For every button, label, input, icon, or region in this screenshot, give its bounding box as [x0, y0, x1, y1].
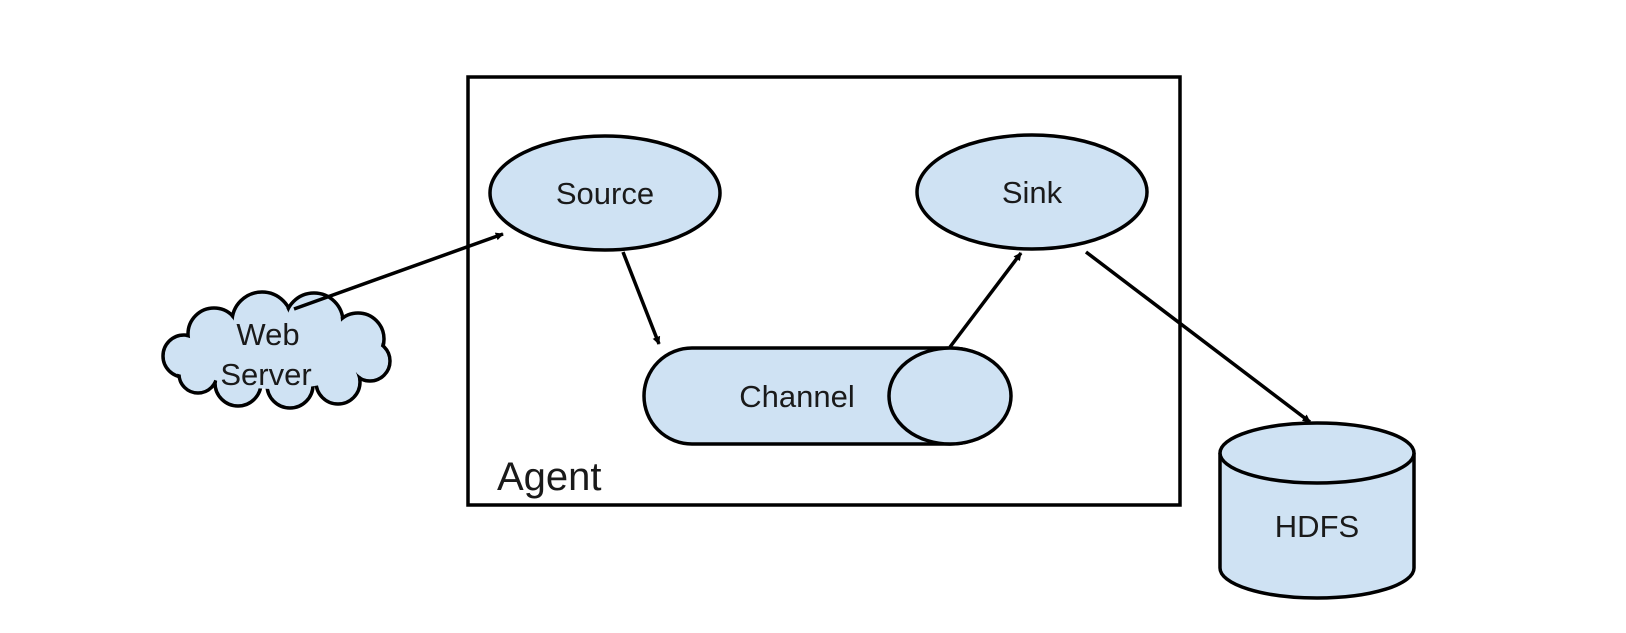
edges: [293, 232, 1312, 424]
arrow-channel-to-sink: [948, 251, 1023, 349]
hdfs-body: [1218, 453, 1416, 600]
hdfs-node: HDFS: [1218, 421, 1416, 600]
web-server-label-line1: Web: [236, 317, 299, 352]
sink-node: Sink: [915, 133, 1149, 251]
source-node: Source: [488, 134, 722, 252]
sink-ellipse: [915, 133, 1149, 251]
source-label: Source: [556, 176, 654, 211]
channel-node: Channel: [642, 346, 1013, 446]
web-server-cloud: [161, 290, 392, 410]
arrow-source-to-channel: [621, 251, 661, 345]
channel-label: Channel: [739, 379, 854, 414]
hdfs-top: [1218, 421, 1416, 485]
sink-label: Sink: [1002, 175, 1063, 210]
source-ellipse: [488, 134, 722, 252]
arrow-web-server-to-source: [293, 232, 504, 311]
web-server-label-line2: Server: [220, 357, 311, 392]
channel-end-cap: [887, 346, 1013, 446]
web-server-node: Web Server: [161, 290, 392, 410]
hdfs-label: HDFS: [1275, 509, 1359, 544]
agent-label: Agent: [497, 455, 602, 499]
arrow-sink-to-hdfs: [1084, 250, 1312, 424]
